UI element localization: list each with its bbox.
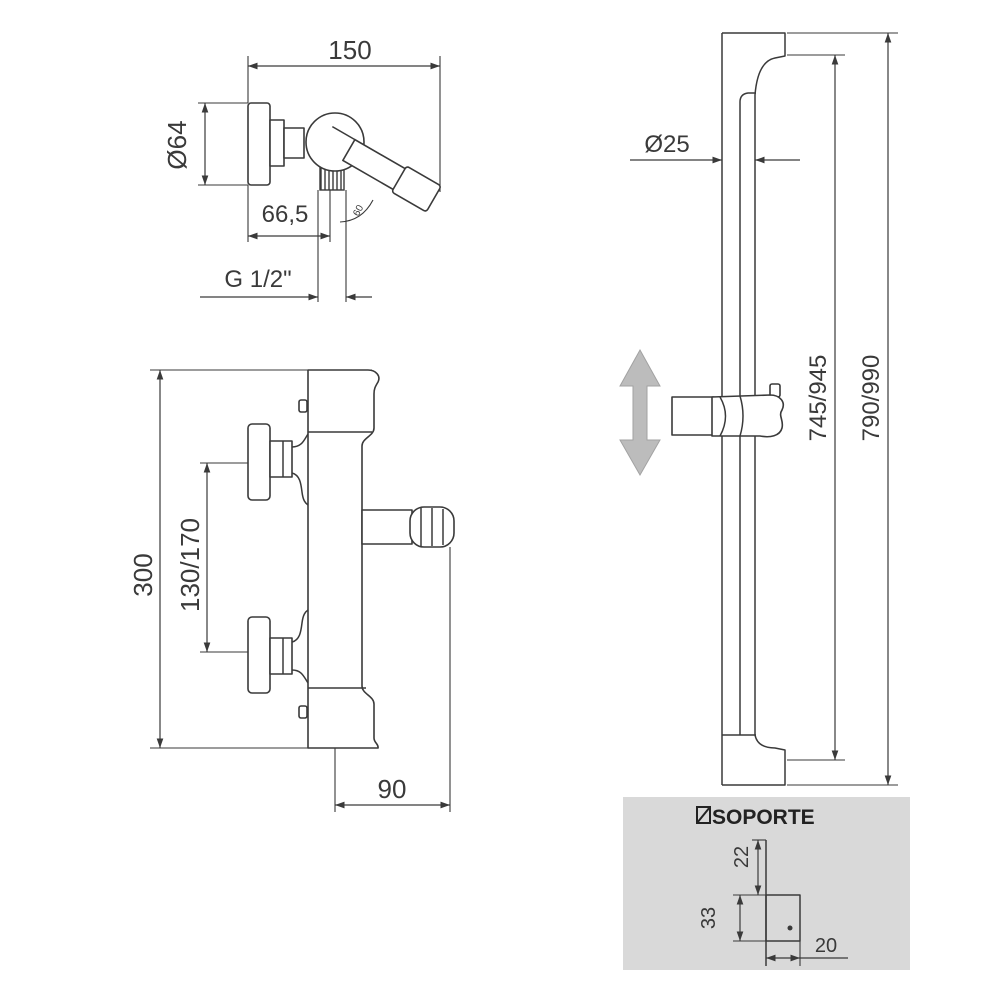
- width-label: 150: [328, 35, 371, 65]
- lower-connector-nut: [269, 637, 293, 675]
- bottom-wall-bracket: [722, 734, 786, 786]
- support-panel: SOPORTE 22 33 20: [623, 797, 910, 970]
- thread-label: G 1/2": [224, 266, 291, 293]
- slider: [671, 383, 785, 438]
- wall-flange: [247, 102, 271, 186]
- handle: [331, 125, 441, 212]
- support-height-label: 33: [698, 907, 720, 929]
- bar-highlight: [739, 92, 756, 735]
- slider-clamp-curve: [739, 395, 744, 437]
- total-length-label: 790/990: [858, 355, 885, 442]
- top-wall-bracket: [722, 32, 786, 96]
- height-label: 300: [128, 553, 158, 596]
- outlet-pipe: [361, 509, 413, 545]
- angle-label: 60: [351, 203, 366, 218]
- upper-eccentric-arm: [291, 433, 309, 448]
- support-top-height-label: 22: [731, 846, 753, 868]
- shower-bar-view: Ø25 745/945 790/990: [619, 32, 898, 786]
- lower-wall-flange: [247, 616, 271, 694]
- top-view: 60 150 Ø64 66,5 G 1/2": [162, 35, 441, 302]
- slider-clamp: [711, 394, 785, 438]
- upper-eccentric-arm: [291, 472, 309, 506]
- slider-holder: [671, 396, 715, 436]
- support-profile: [765, 894, 801, 942]
- square-section-icon: [696, 806, 711, 824]
- front-view: 300 130/170 90: [128, 369, 455, 812]
- connector-stem: [283, 127, 305, 159]
- angle-arc: [339, 199, 374, 223]
- connector-nut: [269, 119, 285, 167]
- slider-clamp-curve: [719, 396, 727, 437]
- support-width-label: 20: [815, 935, 837, 957]
- screw: [298, 399, 308, 413]
- lower-eccentric-arm: [291, 609, 309, 643]
- support-title: SOPORTE: [712, 806, 815, 829]
- double-arrow-vertical-icon: [619, 348, 661, 477]
- upper-connector-nut: [269, 440, 293, 478]
- support-screw-hole: [787, 925, 793, 931]
- thermostat-body: [307, 369, 380, 749]
- center-distance-label: 130/170: [175, 518, 205, 612]
- flange-diameter-label: Ø64: [162, 120, 192, 169]
- offset-label: 66,5: [262, 201, 309, 228]
- screw: [298, 705, 308, 719]
- bar-diameter-label: Ø25: [644, 131, 689, 158]
- depth-label: 90: [378, 774, 407, 804]
- inner-length-label: 745/945: [805, 355, 832, 442]
- lower-eccentric-arm: [291, 669, 309, 684]
- upper-wall-flange: [247, 423, 271, 501]
